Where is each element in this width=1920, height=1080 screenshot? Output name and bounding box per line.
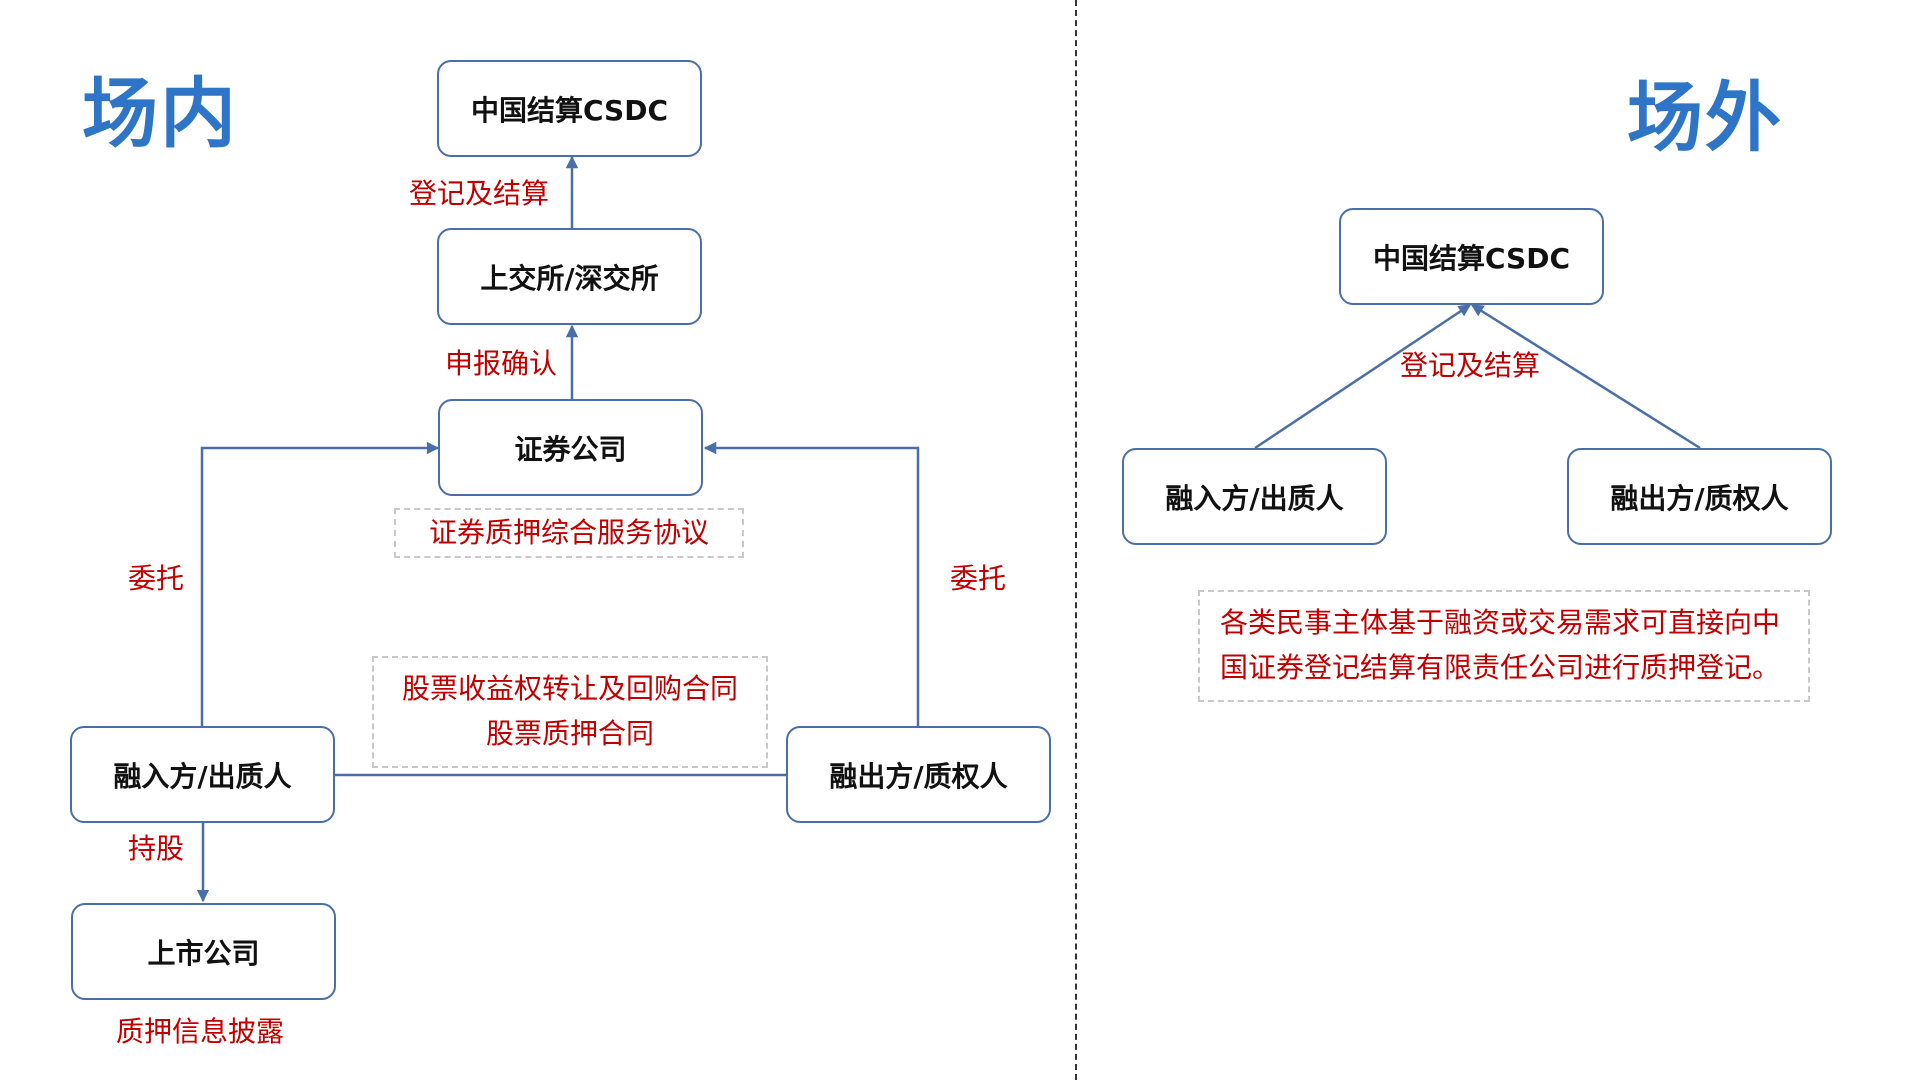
pledgor-node: 融入方/出质人 [70,726,335,823]
on-exchange-heading: 场内 [82,69,238,158]
otc-note-box: 各类民事主体基于融资或交易需求可直接向中 国证券登记结算有限责任公司进行质押登记… [1198,590,1810,702]
pledge-disclosure-label: 质押信息披露 [116,1015,285,1048]
right-registration-settlement-label: 登记及结算 [1400,349,1541,382]
off-exchange-heading: 场外 [1627,73,1783,162]
right-csdc-node: 中国结算CSDC [1339,208,1604,305]
service-agreement-box: 证券质押综合服务协议 [394,508,744,558]
exchange-node: 上交所/深交所 [437,228,702,325]
arrow-pledgor-to-broker [200,441,440,726]
pledgee-node: 融出方/质权人 [786,726,1051,823]
right-pledgee-node: 融出方/质权人 [1567,448,1832,545]
entrust-right-label: 委托 [950,562,1007,595]
section-divider [1075,0,1077,1080]
contract-box: 股票收益权转让及回购合同 股票质押合同 [372,656,768,768]
contract-text-line1: 股票收益权转让及回购合同 [401,672,738,706]
securities-company-node: 证券公司 [438,399,703,496]
arrow-right-pledgor-to-csdc [1254,303,1472,450]
contract-text-line2: 股票质押合同 [485,717,654,750]
listed-company-node: 上市公司 [71,903,336,1000]
entrust-left-label: 委托 [128,562,185,595]
otc-note-line2: 国证券登记结算有限责任公司进行质押登记。 [1220,651,1781,684]
arrow-right-pledgee-to-csdc [1470,303,1701,450]
otc-note-line1: 各类民事主体基于融资或交易需求可直接向中 [1220,606,1781,640]
registration-settlement-label: 登记及结算 [409,177,550,210]
right-pledgor-node: 融入方/出质人 [1122,448,1387,545]
csdc-node: 中国结算CSDC [437,60,702,157]
arrow-pledgee-to-broker [703,441,920,726]
service-agreement-text: 证券质押综合服务协议 [428,515,709,549]
holding-label: 持股 [128,832,185,865]
report-confirm-label: 申报确认 [445,347,558,380]
